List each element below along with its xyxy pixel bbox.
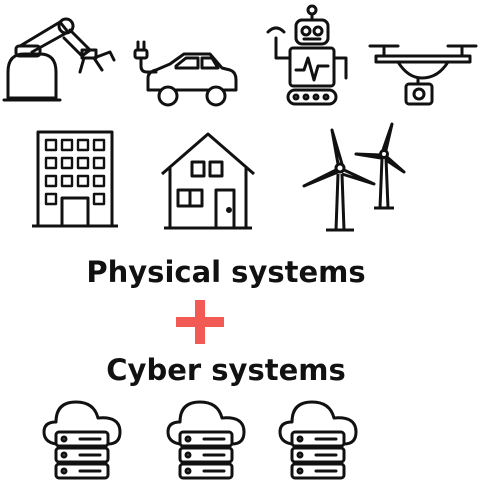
robot-icon bbox=[264, 4, 354, 112]
office-building-icon bbox=[32, 128, 120, 230]
cloud-server-icon bbox=[166, 396, 246, 484]
cyber-systems-label: Cyber systems bbox=[106, 353, 346, 387]
drone-icon bbox=[368, 40, 478, 108]
physical-systems-label: Physical systems bbox=[86, 255, 366, 289]
robot-arm-icon bbox=[2, 14, 120, 104]
electric-car-icon bbox=[126, 40, 244, 110]
cloud-server-icon bbox=[42, 396, 122, 484]
cloud-server-icon bbox=[278, 396, 358, 484]
plus-icon bbox=[176, 300, 224, 348]
house-icon bbox=[160, 130, 258, 232]
wind-turbine-icon bbox=[298, 122, 416, 234]
